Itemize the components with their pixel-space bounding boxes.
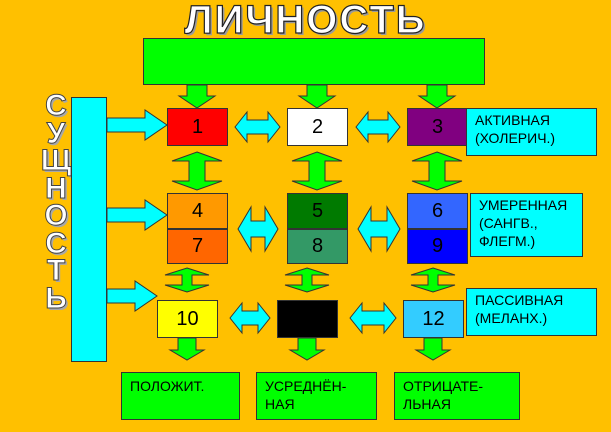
side-title-letter: С [45, 89, 68, 122]
side-title-letter: Т [46, 254, 66, 287]
cell-8: 8 [287, 229, 348, 264]
cell-7: 7 [167, 229, 228, 264]
cell-1-label: 1 [191, 115, 204, 138]
cell-5-label: 5 [311, 199, 324, 222]
double-arrow-horizontal [357, 205, 401, 253]
down-arrow-top [177, 84, 217, 109]
double-arrow-horizontal [355, 110, 401, 144]
double-arrow-vertical [291, 151, 343, 191]
cell-4: 4 [167, 193, 228, 229]
down-arrow-top [417, 84, 457, 109]
cell-1: 1 [167, 108, 228, 146]
cell-10: 10 [157, 300, 218, 338]
cell-8-label: 8 [311, 235, 324, 257]
cell-2-label: 2 [311, 115, 324, 138]
double-arrow-horizontal [229, 301, 271, 335]
right-arrow-side [106, 109, 168, 141]
side-title-letter: О [44, 199, 68, 232]
outcome-average: УСРЕДНЁН- НАЯ [256, 372, 377, 420]
down-arrow-bottom [414, 337, 452, 361]
side-title-letter: Н [45, 171, 68, 205]
cell-6-label: 6 [431, 199, 444, 222]
right-arrow-side [106, 280, 158, 312]
personality-bar [143, 38, 485, 85]
cell-6: 6 [407, 193, 468, 229]
double-arrow-vertical [411, 151, 463, 191]
label-moderate: УМЕРЕННАЯ (САНГВ., ФЛЕГМ.) [470, 193, 583, 257]
side-title-letter: Щ [40, 144, 72, 177]
cell-9: 9 [407, 229, 468, 264]
double-arrow-vertical [284, 267, 330, 293]
side-title-letter: У [46, 116, 66, 150]
right-arrow-side [106, 199, 168, 231]
down-arrow-top [297, 84, 337, 109]
cell-3: 3 [407, 108, 468, 146]
side-title-letter: С [45, 226, 68, 260]
cell-3-label: 3 [431, 115, 444, 138]
cell-9-label: 9 [431, 235, 444, 257]
cell-10-label: 10 [176, 307, 199, 330]
side-title-letter: Ь [45, 281, 68, 315]
cell-11 [277, 300, 338, 338]
label-active: АКТИВНАЯ (ХОЛЕРИЧ.) [466, 108, 597, 156]
essence-bar [71, 97, 107, 362]
outcome-positive: ПОЛОЖИТ. [121, 372, 240, 420]
cell-2: 2 [287, 108, 348, 146]
cell-5: 5 [287, 193, 348, 229]
double-arrow-vertical [410, 267, 456, 293]
down-arrow-bottom [168, 337, 206, 361]
down-arrow-bottom [288, 337, 326, 361]
double-arrow-horizontal [234, 110, 281, 144]
cell-7-label: 7 [191, 235, 204, 257]
double-arrow-horizontal [237, 205, 279, 253]
double-arrow-horizontal [349, 301, 397, 335]
cell-4-label: 4 [191, 199, 204, 222]
label-passive: ПАССИВНАЯ (МЕЛАНХ.) [466, 288, 597, 336]
double-arrow-vertical [171, 151, 223, 191]
diagram-title: ЛИЧНОСТЬ [184, 0, 427, 43]
cell-12-label: 12 [422, 307, 445, 330]
cell-12: 12 [403, 300, 464, 338]
double-arrow-vertical [164, 267, 210, 293]
outcome-negative: ОТРИЦАТЕ- ЛЬНАЯ [394, 372, 520, 420]
